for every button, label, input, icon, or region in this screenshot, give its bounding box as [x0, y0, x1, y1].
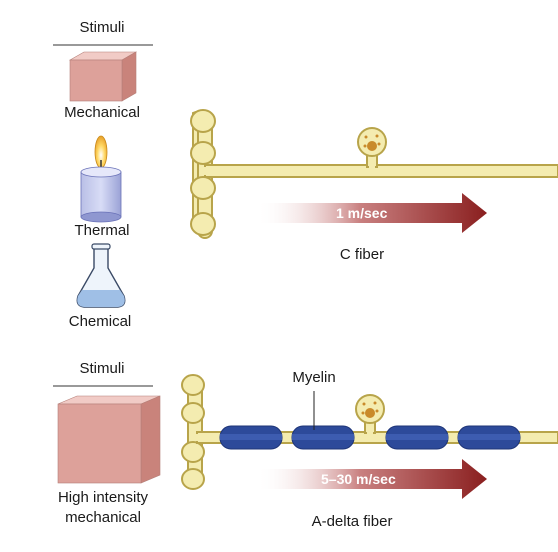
c-fiber-label: C fiber — [339, 246, 385, 263]
stimuli-header-bottom: Stimuli — [79, 360, 125, 377]
candle-icon — [80, 135, 122, 223]
brick-icon — [68, 51, 138, 102]
stimulus-label-chemical: Chemical — [68, 313, 132, 330]
c-fiber-axon — [204, 164, 558, 178]
a-delta-cell-body — [355, 394, 385, 435]
stimulus-label-high-intensity: High intensity — [57, 489, 149, 506]
myelin-label: Myelin — [292, 369, 336, 386]
c-fiber-speed-arrow — [256, 193, 487, 233]
stimulus-label-thermal: Thermal — [74, 222, 130, 239]
c-fiber-speed-label: 1 m/sec — [336, 205, 388, 221]
stimulus-label-mechanical: Mechanical — [64, 104, 140, 121]
c-fiber-terminal — [190, 109, 216, 239]
a-delta-speed-arrow — [256, 459, 487, 499]
large-brick-icon — [57, 395, 161, 484]
stimuli-header-top: Stimuli — [79, 19, 125, 36]
flask-icon — [76, 243, 126, 308]
stimulus-label-mechanical-bottom: mechanical — [65, 509, 141, 526]
a-delta-speed-label: 5–30 m/sec — [321, 471, 396, 487]
a-delta-terminal — [181, 374, 205, 490]
a-delta-fiber-label: A-delta fiber — [311, 513, 393, 530]
myelin-sheath — [219, 425, 521, 450]
c-fiber-cell-body — [357, 127, 387, 169]
